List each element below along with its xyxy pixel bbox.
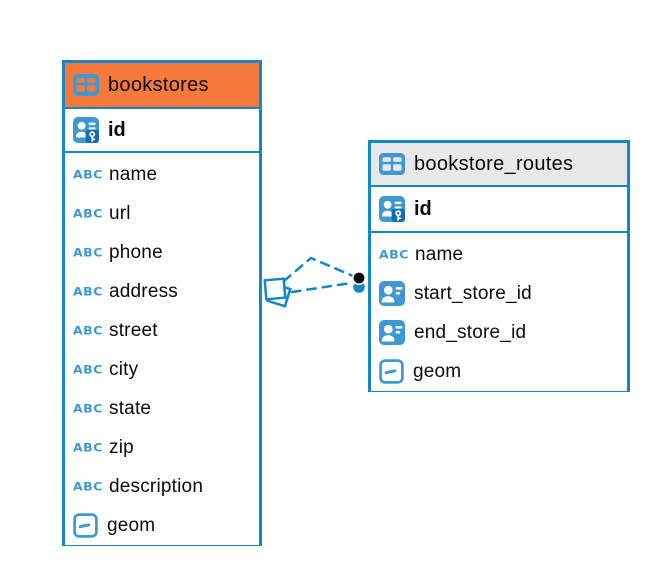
column-name: geom: [413, 360, 462, 382]
table-icon: [73, 74, 99, 96]
bookstores-pk-row[interactable]: id: [65, 109, 259, 153]
column-name: zip: [109, 436, 134, 458]
entity-table-bookstore-routes[interactable]: bookstore_routes id ABC name: [368, 140, 630, 392]
column-name: url: [109, 202, 131, 224]
column-row-url[interactable]: ABC url: [65, 194, 259, 233]
column-row-end-store-id[interactable]: end_store_id: [371, 313, 627, 352]
column-name: name: [415, 243, 464, 265]
column-name: phone: [109, 241, 163, 263]
text-type-icon: ABC: [73, 401, 103, 416]
column-row-street[interactable]: ABC street: [65, 311, 259, 350]
text-type-icon: ABC: [73, 440, 103, 455]
text-type-icon: ABC: [379, 247, 409, 262]
text-type-icon: ABC: [73, 245, 103, 260]
column-row-address[interactable]: ABC address: [65, 272, 259, 311]
column-name: end_store_id: [414, 321, 527, 343]
bookstore-routes-pk-row[interactable]: id: [371, 187, 627, 233]
relationship-link-lower[interactable]: [290, 281, 353, 294]
column-row-name[interactable]: ABC name: [371, 235, 627, 274]
entity-table-bookstores[interactable]: bookstores id ABC name: [62, 60, 262, 546]
column-name: description: [109, 475, 204, 497]
text-type-icon: ABC: [73, 323, 103, 338]
pk-column-name: id: [414, 197, 432, 220]
column-name: name: [109, 163, 158, 185]
bookstore-routes-header[interactable]: bookstore_routes: [371, 143, 627, 187]
column-row-city[interactable]: ABC city: [65, 350, 259, 389]
column-row-description[interactable]: ABC description: [65, 467, 259, 506]
geometry-type-icon: [379, 359, 404, 384]
column-row-geom[interactable]: geom: [65, 506, 259, 545]
text-type-icon: ABC: [73, 167, 103, 182]
column-row-state[interactable]: ABC state: [65, 389, 259, 428]
foreign-key-id-icon: [379, 320, 405, 345]
primary-key-icon: [379, 196, 405, 222]
table-title: bookstores: [108, 73, 209, 96]
column-name: street: [109, 319, 158, 341]
table-icon: [379, 153, 405, 175]
column-name: city: [109, 358, 139, 380]
column-row-start-store-id[interactable]: start_store_id: [371, 274, 627, 313]
relationship-source-handle-icon[interactable]: [263, 277, 292, 308]
text-type-icon: ABC: [73, 206, 103, 221]
column-name: state: [109, 397, 152, 419]
relationship-anchor-dot-blue[interactable]: [353, 281, 365, 293]
text-type-icon: ABC: [73, 362, 103, 377]
primary-key-icon: [73, 117, 99, 143]
column-row-zip[interactable]: ABC zip: [65, 428, 259, 467]
relationship-link-upper[interactable]: [282, 256, 355, 283]
column-name: geom: [107, 514, 156, 536]
column-row-phone[interactable]: ABC phone: [65, 233, 259, 272]
relationship-anchor-dot-black[interactable]: [351, 270, 366, 285]
column-name: start_store_id: [414, 282, 532, 304]
foreign-key-id-icon: [379, 281, 405, 306]
bookstores-header[interactable]: bookstores: [65, 63, 259, 109]
text-type-icon: ABC: [73, 479, 103, 494]
pk-column-name: id: [108, 118, 126, 141]
bookstore-routes-columns: ABC name start_store_id: [371, 233, 627, 391]
column-row-name[interactable]: ABC name: [65, 155, 259, 194]
text-type-icon: ABC: [73, 284, 103, 299]
column-name: address: [109, 280, 178, 302]
geometry-type-icon: [73, 513, 98, 538]
bookstores-columns: ABC name ABC url ABC phone ABC address A…: [65, 153, 259, 545]
table-title: bookstore_routes: [414, 152, 574, 175]
column-row-geom[interactable]: geom: [371, 352, 627, 391]
